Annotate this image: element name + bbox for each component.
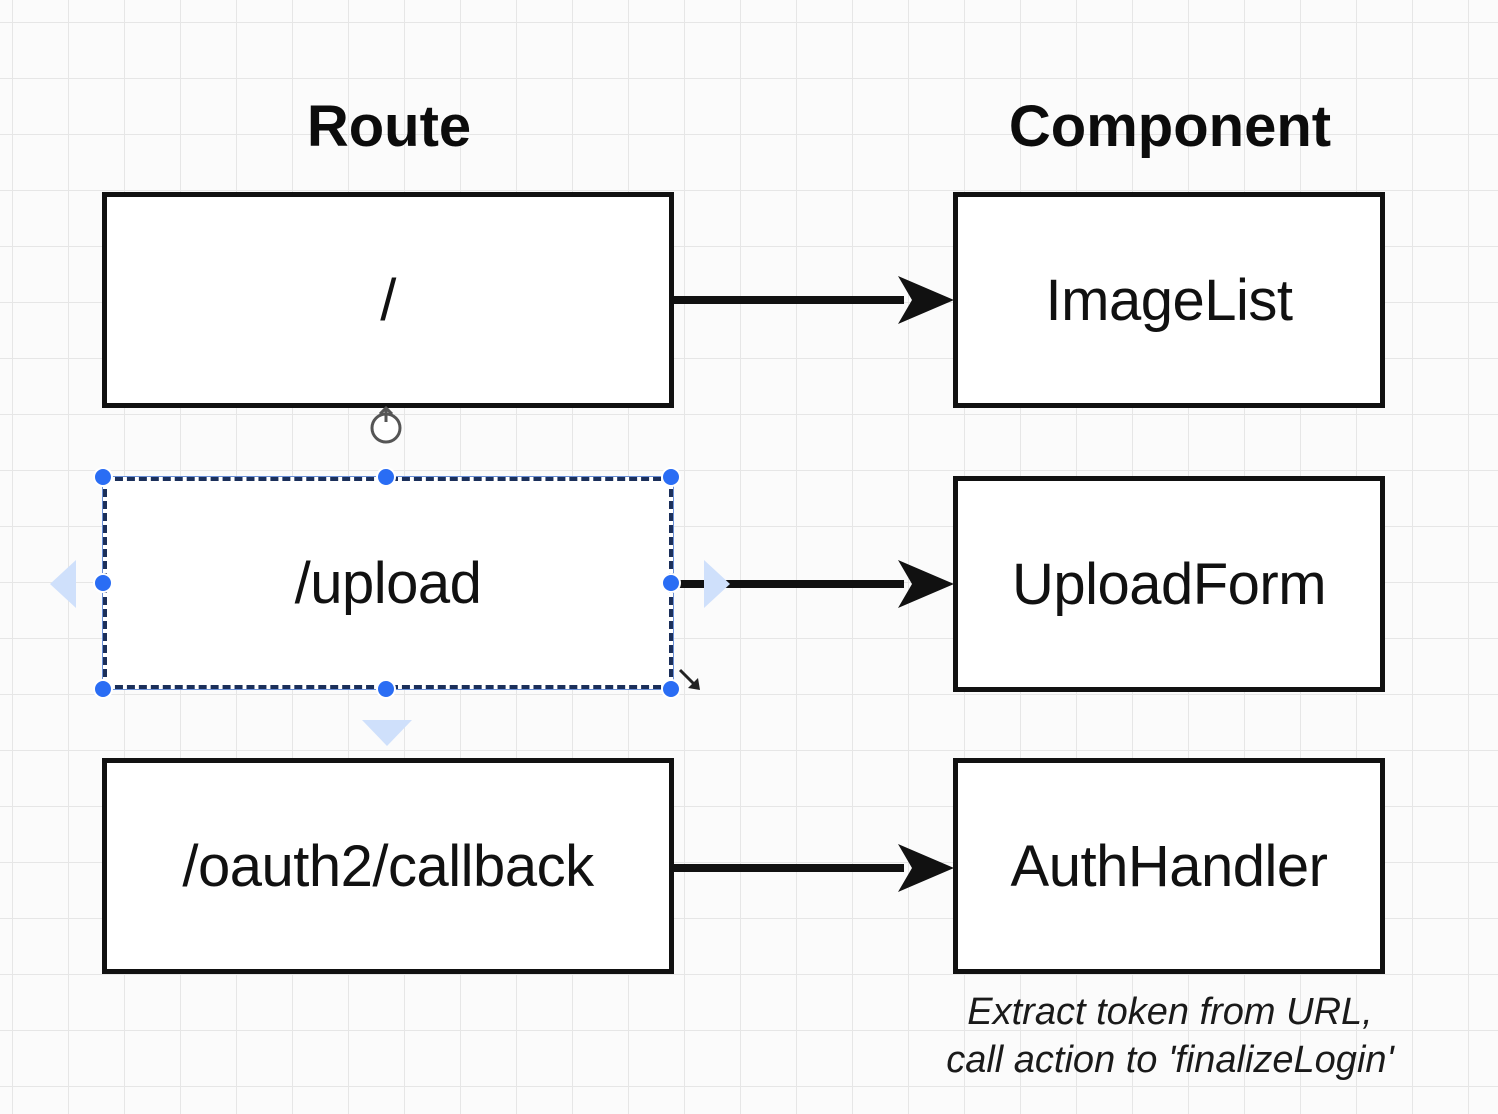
resize-handle-bottom-center[interactable] xyxy=(376,679,396,699)
route-column-heading: Route xyxy=(306,94,472,159)
note-line-2: call action to 'finalizeLogin' xyxy=(946,1039,1394,1081)
connector-arrow-imagelist[interactable] xyxy=(672,270,962,330)
component-box-authhandler[interactable]: AuthHandler xyxy=(953,758,1385,974)
note-line-1: Extract token from URL, xyxy=(967,991,1373,1033)
route-box-oauth2-callback[interactable]: /oauth2/callback xyxy=(102,758,674,974)
component-label-uploadform: UploadForm xyxy=(1011,551,1327,617)
connect-right-arrow-icon[interactable] xyxy=(700,558,734,610)
component-box-imagelist[interactable]: ImageList xyxy=(953,192,1385,408)
resize-handle-top-left[interactable] xyxy=(93,467,113,487)
resize-handle-top-center[interactable] xyxy=(376,467,396,487)
route-box-root[interactable]: / xyxy=(102,192,674,408)
component-label-imagelist: ImageList xyxy=(1045,267,1293,333)
route-box-upload[interactable]: /upload xyxy=(103,477,673,689)
component-box-uploadform[interactable]: UploadForm xyxy=(953,476,1385,692)
resize-handle-bottom-left[interactable] xyxy=(93,679,113,699)
component-label-authhandler: AuthHandler xyxy=(1010,833,1328,899)
resize-handle-middle-left[interactable] xyxy=(93,573,113,593)
resize-cursor-icon xyxy=(678,668,700,690)
resize-handle-top-right[interactable] xyxy=(661,467,681,487)
auth-handler-note: Extract token from URL, call action to '… xyxy=(900,988,1440,1084)
component-column-heading: Component xyxy=(1008,94,1332,159)
route-label-upload: /upload xyxy=(294,550,482,616)
rotate-handle-icon[interactable] xyxy=(368,406,404,446)
route-label-root: / xyxy=(380,267,396,333)
connector-arrow-authhandler[interactable] xyxy=(672,838,962,898)
connect-down-arrow-icon[interactable] xyxy=(360,716,414,748)
resize-handle-bottom-right[interactable] xyxy=(661,679,681,699)
route-label-oauth2-callback: /oauth2/callback xyxy=(182,833,594,899)
connect-left-arrow-icon[interactable] xyxy=(46,558,80,610)
resize-handle-middle-right[interactable] xyxy=(661,573,681,593)
